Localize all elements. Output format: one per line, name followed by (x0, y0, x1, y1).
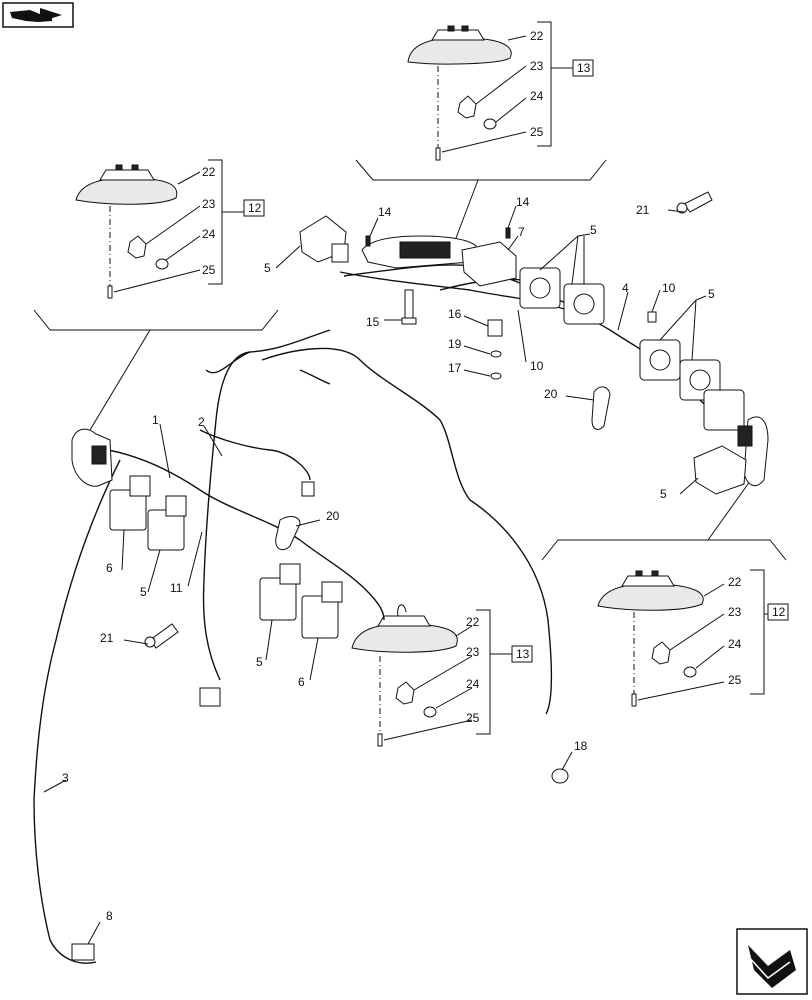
work-light-5-right-3 (703, 389, 745, 431)
bulb-21-top (676, 191, 713, 214)
callout-25: 25 (728, 673, 742, 687)
callout-5: 5 (256, 655, 263, 669)
work-light-5-top-1 (519, 267, 561, 309)
callout-6: 6 (298, 675, 305, 689)
callout-21: 21 (100, 631, 114, 645)
callout-21: 21 (636, 203, 650, 217)
callout-16: 16 (448, 307, 462, 321)
detail-lamp-bottom: 22 23 24 25 13 (351, 604, 533, 747)
work-light-5-center (259, 563, 301, 621)
loop-20-right (591, 386, 611, 430)
connector-14a (365, 235, 371, 247)
callout-14: 14 (378, 205, 392, 219)
work-light-6-left (109, 475, 151, 531)
callout-22: 22 (202, 165, 216, 179)
callout-11: 11 (170, 581, 183, 595)
callout-7: 7 (518, 225, 525, 239)
callout-2: 2 (198, 415, 205, 429)
module-7 (461, 241, 517, 287)
callout-5: 5 (708, 287, 715, 301)
callout-22: 22 (530, 29, 544, 43)
callout-25: 25 (530, 125, 544, 139)
callout-1: 1 (152, 413, 159, 427)
callout-4: 4 (622, 281, 629, 295)
connector-14b (505, 227, 511, 239)
arrow-next-icon[interactable] (736, 928, 808, 995)
callout-25: 25 (466, 711, 480, 725)
detail-lamp-left: 22 23 24 25 12 (33, 159, 279, 431)
plug-16 (487, 319, 503, 380)
callout-24: 24 (530, 89, 544, 103)
callout-10: 10 (662, 281, 676, 295)
callout-6: 6 (106, 561, 113, 575)
callout-17: 17 (448, 361, 462, 375)
callout-24: 24 (466, 677, 480, 691)
callout-10: 10 (530, 359, 544, 373)
plug-mid (301, 481, 315, 497)
work-light-5-top-2 (563, 283, 605, 325)
rear-lamp-top (361, 235, 477, 269)
cap-18 (551, 768, 569, 784)
callout-24: 24 (728, 637, 742, 651)
work-light-5-bottom-right (693, 445, 747, 495)
callout-20: 20 (326, 509, 340, 523)
callout-labels: 21 14 14 5 7 5 4 10 5 15 16 19 17 10 20 … (62, 195, 715, 923)
callout-leaders (43, 205, 707, 945)
work-light-6-center (301, 581, 343, 639)
reference-box-12: 12 (772, 605, 786, 619)
loop-20-left (275, 516, 301, 551)
callout-22: 22 (466, 615, 480, 629)
callout-23: 23 (728, 605, 742, 619)
detail-lamp-top: 22 23 24 25 13 (355, 21, 607, 239)
screw-15 (401, 289, 417, 325)
work-light-5-top-left (299, 215, 349, 263)
callout-15: 15 (366, 315, 380, 329)
work-light-5-right-1 (639, 339, 681, 381)
reference-box-13: 13 (577, 61, 591, 75)
callout-5: 5 (264, 261, 271, 275)
callout-3: 3 (62, 771, 69, 785)
callout-18: 18 (574, 739, 588, 753)
work-light-5-left (147, 495, 187, 551)
callout-5: 5 (590, 223, 597, 237)
reference-box-12: 12 (248, 201, 262, 215)
side-lamp-left (71, 428, 113, 487)
callout-19: 19 (448, 337, 462, 351)
callout-14: 14 (516, 195, 530, 209)
callout-20: 20 (544, 387, 558, 401)
reference-box-13: 13 (516, 647, 530, 661)
callout-25: 25 (202, 263, 216, 277)
bulb-21-left (144, 623, 179, 649)
detail-lamp-right: 22 23 24 25 12 (541, 469, 789, 707)
side-lamp-right (737, 416, 769, 487)
connector-8 (71, 943, 95, 961)
callout-22: 22 (728, 575, 742, 589)
plug-lower-left (199, 687, 221, 707)
callout-8: 8 (106, 909, 113, 923)
callout-24: 24 (202, 227, 216, 241)
callout-23: 23 (202, 197, 216, 211)
callout-23: 23 (530, 59, 544, 73)
callout-23: 23 (466, 645, 480, 659)
hand-pointer-left-icon[interactable] (2, 2, 74, 28)
callout-5: 5 (140, 585, 147, 599)
callout-5: 5 (660, 487, 667, 501)
connector-10 (647, 311, 657, 323)
